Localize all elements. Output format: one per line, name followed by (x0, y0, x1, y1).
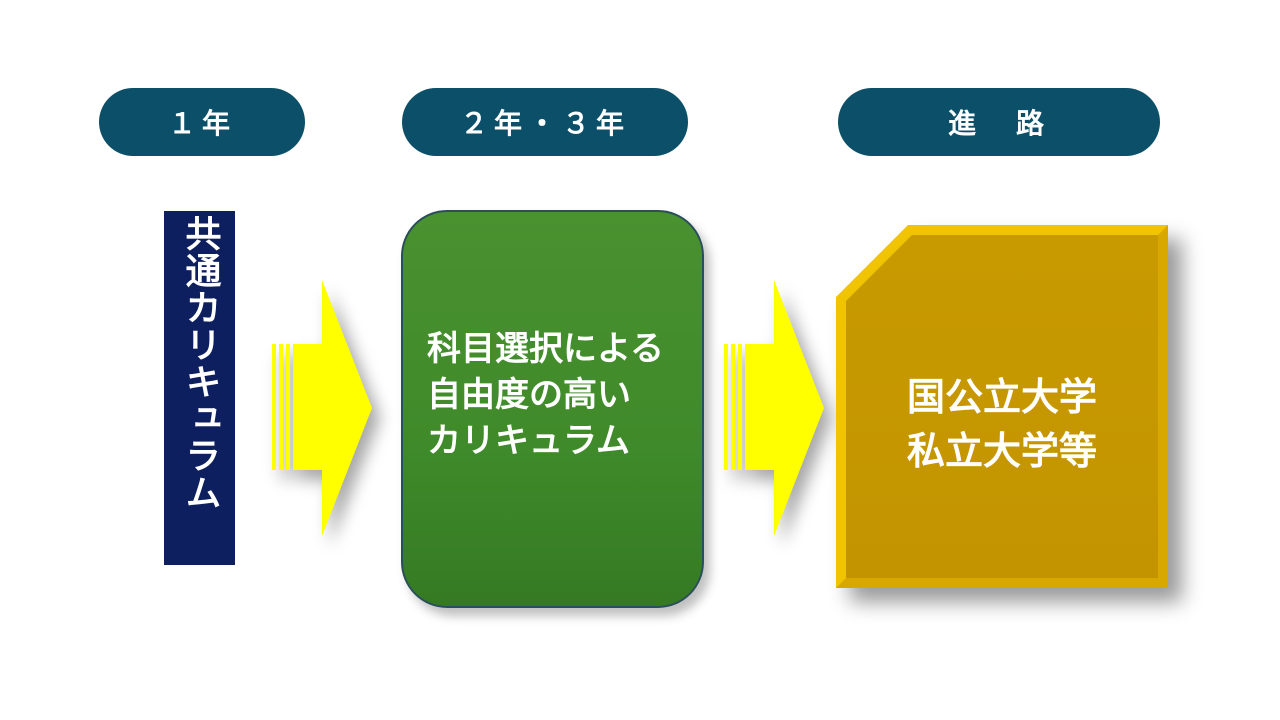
header-career: 進 路 (838, 88, 1160, 156)
career-text: 国公立大学 私立大学等 (836, 370, 1168, 478)
header-year2-3: ２年・３年 (402, 88, 688, 156)
arrow-right-icon (272, 280, 372, 536)
header-year1: １年 (99, 88, 305, 156)
elective-line1: 科目選択による (427, 329, 664, 369)
career-box (836, 225, 1168, 588)
elective-line2: 自由度の高い (427, 375, 631, 415)
common-curriculum-box: 共通カリキュラム (164, 211, 235, 565)
career-line1: 国公立大学 (906, 375, 1097, 419)
arrow-right-icon (724, 280, 824, 536)
elective-line3: カリキュラム (427, 421, 630, 461)
elective-curriculum-box: 科目選択による 自由度の高い カリキュラム (401, 210, 704, 608)
career-line2: 私立大学等 (906, 429, 1097, 473)
